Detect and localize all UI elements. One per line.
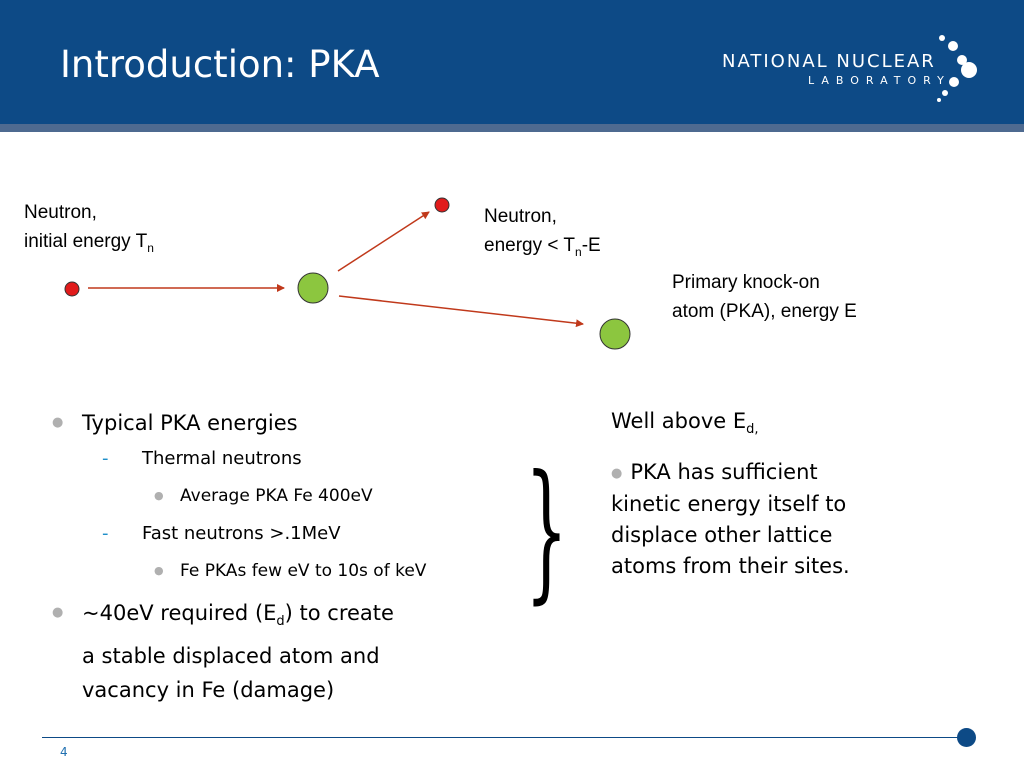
bullet-text-b: ) to create	[284, 601, 394, 625]
bullet-dot-icon: ●	[52, 415, 64, 430]
right-paragraph: ●PKA has sufficient kinetic energy itsel…	[611, 457, 861, 582]
bullet-dot-icon: ●	[154, 489, 164, 502]
scattered-label-line1: Neutron,	[484, 206, 557, 227]
bullet-displacement-energy: ● ~40eV required (Ed) to create a stable…	[52, 596, 532, 707]
pka-label-line1: Primary knock-on	[672, 272, 820, 293]
incoming-label-line2: initial energy Tn	[24, 227, 154, 263]
dash-icon: -	[102, 448, 109, 469]
scattered-label-sub: n	[575, 244, 582, 259]
header-stripe	[0, 124, 1024, 132]
header-bar	[0, 0, 1024, 124]
scattered-neutron	[434, 197, 450, 213]
incoming-label-text: initial energy T	[24, 231, 148, 252]
target-atom	[297, 272, 329, 304]
logo-dots-icon	[937, 35, 977, 102]
logo-text-laboratory: LABORATORY	[808, 74, 951, 87]
footer-line	[42, 737, 962, 738]
right-heading-sub: d,	[746, 422, 759, 438]
pka-atom	[599, 318, 631, 350]
pka-label: Primary knock-on atom (PKA), energy E	[672, 268, 857, 326]
slide-title: Introduction: PKA	[60, 43, 380, 86]
sub-bullet-text: Fast neutrons >.1MeV	[142, 523, 341, 544]
pka-diagram: Neutron, initial energy Tn Neutron, ener…	[0, 140, 1024, 380]
bullet-list: ● Typical PKA energies - Thermal neutron…	[52, 406, 532, 707]
bullet-line3: vacancy in Fe (damage)	[82, 678, 335, 703]
bullet-line1: ~40eV required (Ed) to create	[82, 596, 532, 639]
right-note: Well above Ed, ●PKA has sufficient kinet…	[611, 406, 861, 582]
page-number: 4	[60, 745, 68, 759]
sub-sub-bullet-thermal: ● Average PKA Fe 400eV	[52, 477, 532, 515]
sub-bullet-fast: - Fast neutrons >.1MeV	[52, 515, 532, 552]
sub-bullet-text: Thermal neutrons	[142, 448, 302, 469]
scattered-neutron-label: Neutron, energy < Tn-E	[484, 202, 601, 267]
pka-arrow	[338, 295, 584, 328]
bullet-line2: a stable displaced atom and	[82, 644, 380, 669]
incoming-neutron	[64, 281, 80, 297]
scatter-arrow	[337, 211, 430, 272]
bullet-text: Typical PKA energies	[82, 411, 298, 435]
right-heading-text: Well above E	[611, 409, 747, 433]
bullet-sub: d	[276, 614, 285, 630]
pka-label-line2: atom (PKA), energy E	[672, 301, 857, 322]
bullet-dot-icon: ●	[611, 465, 623, 481]
bullet-typical-pka: ● Typical PKA energies	[52, 406, 532, 440]
bullet-text-a: ~40eV required (E	[82, 601, 277, 625]
scattered-label-line2: energy < Tn-E	[484, 231, 601, 267]
sub-bullet-thermal: - Thermal neutrons	[52, 440, 532, 477]
footer-dot-icon	[957, 728, 976, 747]
scattered-label-text: energy < T	[484, 235, 576, 256]
incoming-label-line1: Neutron,	[24, 202, 97, 223]
bullet-dot-icon: ●	[154, 564, 164, 577]
incoming-neutron-label: Neutron, initial energy Tn	[24, 198, 154, 263]
sub-sub-bullet-text: Fe PKAs few eV to 10s of keV	[180, 561, 427, 581]
right-heading: Well above Ed,	[611, 406, 861, 445]
sub-sub-bullet-fast: ● Fe PKAs few eV to 10s of keV	[52, 552, 532, 590]
sub-sub-bullet-text: Average PKA Fe 400eV	[180, 486, 373, 506]
dash-icon: -	[102, 523, 109, 544]
pka-diagram-svg	[64, 197, 631, 350]
bullet-dot-icon: ●	[52, 605, 64, 620]
incoming-label-sub: n	[147, 240, 154, 255]
right-paragraph-text: PKA has sufficient kinetic energy itself…	[611, 460, 850, 578]
right-brace-icon: }	[525, 444, 568, 618]
scattered-label-suffix: -E	[581, 235, 601, 256]
logo-text-national-nuclear: NATIONAL NUCLEAR	[722, 51, 936, 72]
